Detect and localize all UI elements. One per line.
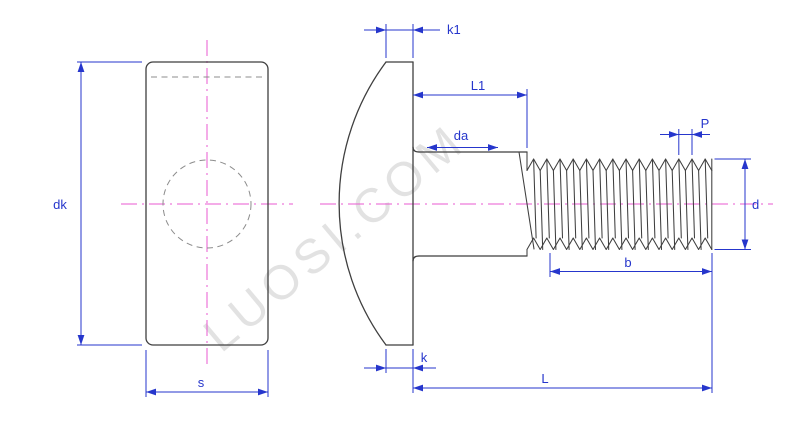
thread-line [533, 158, 537, 239]
dim-l: L [412, 253, 713, 393]
thread-line [625, 158, 630, 239]
dim-s: s [145, 350, 269, 397]
thread-line [572, 158, 577, 239]
dim-b: b [549, 253, 712, 277]
thread-line [658, 169, 663, 251]
d-label: d [752, 197, 759, 212]
thread-line [599, 158, 603, 239]
head-dome-arc [338, 61, 387, 346]
thread-line [585, 158, 590, 239]
thread-line [665, 158, 669, 239]
thread-line [559, 158, 564, 239]
underhead-fillet-bottom [412, 255, 420, 262]
thread-line [566, 169, 570, 251]
thread-line [645, 169, 649, 251]
thread-line [618, 169, 623, 251]
thread-line [691, 158, 696, 239]
thread-line [526, 158, 713, 172]
head-front-outline [145, 61, 269, 346]
side-view [338, 61, 713, 346]
dim-da: da [427, 128, 498, 151]
k1-label: k1 [447, 22, 461, 37]
thread-line [698, 169, 702, 251]
thread-line [684, 169, 689, 251]
p-label: P [701, 116, 710, 131]
dim-d: d [714, 158, 759, 250]
thread-line [612, 158, 616, 239]
l-label: L [541, 371, 548, 386]
thread-line [671, 169, 676, 251]
thread-line [539, 169, 544, 251]
thread-line [632, 169, 636, 251]
thread-line [651, 158, 656, 239]
dim-k1: k1 [364, 22, 461, 58]
thread-line [704, 158, 709, 239]
thread-line [605, 169, 610, 251]
da-label: da [454, 128, 469, 143]
front-view [145, 61, 269, 346]
dim-k: k [364, 349, 436, 373]
dim-l1: L1 [413, 78, 528, 148]
dk-label: dk [53, 197, 67, 212]
thread-line [678, 158, 682, 239]
l1-label: L1 [471, 78, 485, 93]
dim-p: P [660, 116, 710, 155]
thread-line [552, 169, 557, 251]
thread-runout-line [518, 151, 535, 250]
k-label: k [421, 350, 428, 365]
thread-line [546, 158, 550, 239]
underhead-fillet-top [412, 146, 420, 153]
s-label: s [198, 375, 205, 390]
b-label: b [624, 255, 631, 270]
centerlines [121, 40, 773, 369]
thread-line [638, 158, 643, 239]
thread-line [592, 169, 597, 251]
thread-profile [526, 158, 713, 251]
thread-line [579, 169, 583, 251]
hidden-shank-circle [162, 159, 252, 249]
thread-line [526, 237, 713, 251]
dim-dk: dk [53, 61, 142, 346]
